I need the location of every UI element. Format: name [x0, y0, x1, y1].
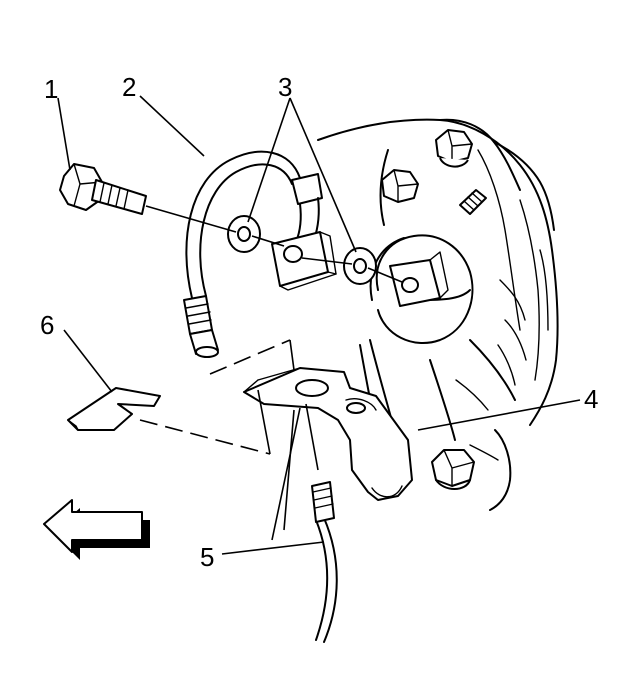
bolt-centerline-3 [301, 257, 353, 265]
banjo-fitting [271, 231, 337, 291]
bolt-centerline-4 [367, 267, 403, 283]
callout-1: 1 [44, 74, 58, 104]
washer-left [227, 215, 261, 253]
banjo-bolt [59, 163, 147, 215]
callout-leaders [57, 95, 581, 555]
callout-5: 5 [200, 542, 214, 572]
hose-bracket [243, 367, 413, 501]
caliper-bolt-middle [381, 169, 419, 203]
retaining-clip [67, 387, 161, 431]
callout-6: 6 [40, 310, 54, 340]
caliper-bolt-upper [435, 129, 473, 168]
bolt-centerline-2 [251, 235, 285, 247]
washer-right [343, 247, 377, 285]
bolt-centerline [145, 205, 237, 233]
callout-2: 2 [122, 72, 136, 102]
callout-4: 4 [584, 384, 598, 414]
bracket-bolt-right [431, 449, 475, 490]
bleeder-screw [459, 189, 487, 215]
brake-pipe [311, 481, 338, 643]
callout-3: 3 [278, 72, 292, 102]
brake-hose [183, 150, 323, 358]
left-arrow-icon [43, 499, 150, 560]
alignment-lines [139, 339, 319, 541]
hose-end-fitting [183, 295, 219, 358]
caliper-inlet-fitting [389, 251, 449, 307]
